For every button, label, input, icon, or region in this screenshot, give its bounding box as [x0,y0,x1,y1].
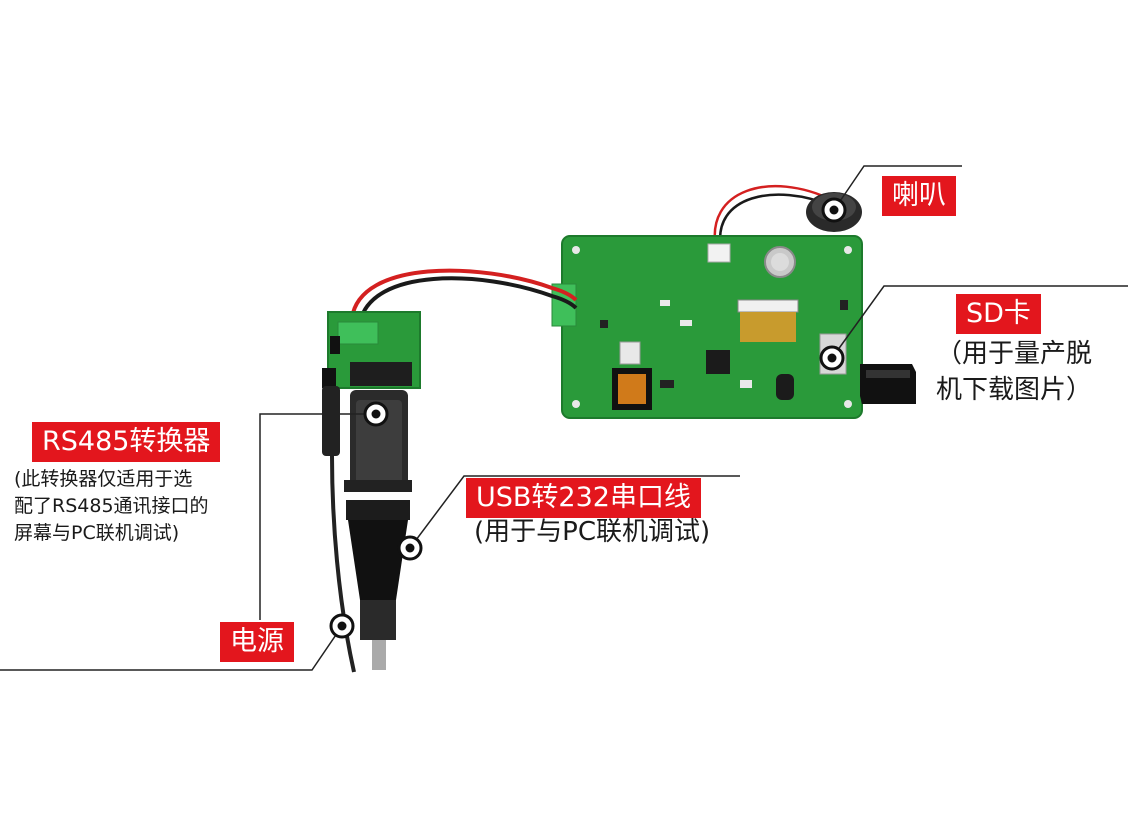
usb232-leader-line [409,475,740,549]
sd-card-label: SD卡 [956,294,1041,334]
speaker-wire-red [713,185,833,249]
speaker-label: 喇叭 [882,176,956,216]
rs485-leader-line [259,413,376,620]
rs485-wire-black [358,276,578,323]
usb232-cable [346,500,410,670]
speaker-leader-line [833,165,962,211]
sd-card-note-line: 机下载图片） [936,375,1093,405]
usb232-note: (用于与PC联机调试) [474,514,710,550]
rs485-wire-red [350,268,578,319]
sd-card-note-line: （用于量产脱 [936,339,1093,369]
rs485-note-line: 屏幕与PC联机调试) [14,522,180,544]
rs485-note: (此转换器仅适用于选 配了RS485通讯接口的 屏幕与PC联机调试) [14,466,209,547]
sd-card-callout-marker [819,345,845,371]
power-label: 电源 [220,622,294,662]
rs485-note-line: 配了RS485通讯接口的 [14,495,209,517]
usb232-callout-marker [397,535,423,561]
sd-card-leader-line [831,285,1128,359]
rs485-converter-board [327,311,421,389]
rs485-label: RS485转换器 [32,422,221,462]
power-callout-marker [329,613,355,639]
power-leader-line [0,625,343,671]
micro-sd-card-icon [860,364,916,404]
speaker-callout-marker [821,197,847,223]
rs485-callout-marker [363,401,389,427]
leader-lines [0,165,1128,671]
sd-card-note: （用于量产脱 机下载图片） [936,336,1092,408]
display-pcb-board [551,235,863,419]
rs485-note-line: (此转换器仅适用于选 [14,468,193,490]
power-cable [322,368,356,673]
usb232-label: USB转232串口线 [466,478,701,518]
usb232-note-line: (用于与PC联机调试) [474,517,711,547]
speaker-wire-black [718,193,833,249]
